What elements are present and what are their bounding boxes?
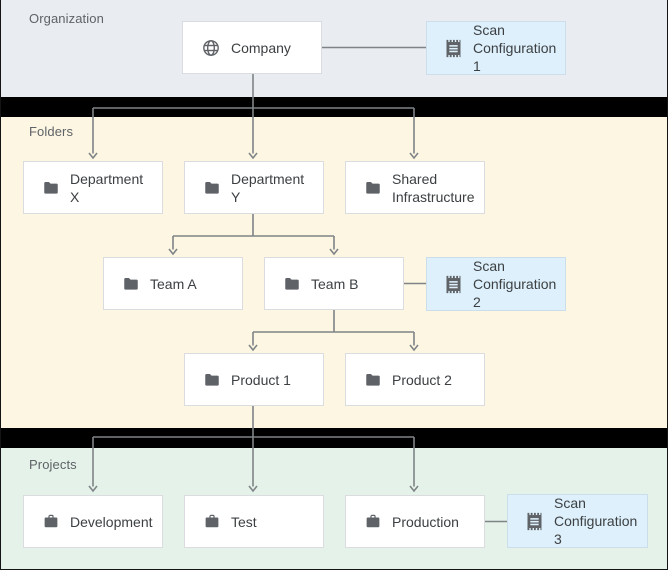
section-label-folders: Folders — [29, 124, 74, 139]
node-label: Scan Configuration 1 — [473, 22, 557, 74]
node-label: Shared Infrastructure — [392, 170, 475, 205]
node-scan-configuration-1: Scan Configuration 1 — [426, 21, 566, 75]
node-product-1: Product 1 — [184, 353, 324, 406]
scan-config-icon — [443, 273, 464, 296]
folder-icon — [122, 275, 140, 293]
node-label: Product 1 — [231, 371, 291, 388]
node-department-x: Department X — [23, 161, 163, 214]
node-label: Department Y — [231, 170, 305, 205]
briefcase-icon — [203, 513, 221, 531]
node-label: Product 2 — [392, 371, 452, 388]
node-scan-configuration-3: Scan Configuration 3 — [507, 494, 648, 548]
node-development: Development — [23, 495, 163, 548]
folder-icon — [203, 179, 221, 197]
section-label-projects: Projects — [29, 457, 77, 472]
section-label-organization: Organization — [29, 11, 104, 26]
section-divider-bar — [1, 428, 667, 448]
node-label: Department X — [70, 170, 144, 205]
briefcase-icon — [364, 513, 382, 531]
node-department-y: Department Y — [184, 161, 324, 214]
globe-icon — [201, 38, 221, 58]
node-shared-infrastructure: Shared Infrastructure — [345, 161, 485, 214]
node-product-2: Product 2 — [345, 353, 485, 406]
node-team-a: Team A — [103, 257, 243, 310]
scan-config-icon — [443, 37, 464, 60]
node-test: Test — [184, 495, 324, 548]
node-label: Scan Configuration 3 — [554, 495, 638, 547]
node-team-b: Team B — [264, 257, 404, 310]
node-company: Company — [182, 21, 322, 74]
node-production: Production — [345, 495, 485, 548]
node-label: Team A — [150, 275, 197, 292]
node-label: Scan Configuration 2 — [473, 258, 557, 310]
folder-icon — [364, 179, 382, 197]
folder-icon — [203, 371, 221, 389]
node-label: Company — [231, 39, 291, 56]
folder-icon — [283, 275, 301, 293]
node-label: Team B — [311, 275, 359, 292]
folder-icon — [42, 179, 60, 197]
node-label: Development — [70, 513, 153, 530]
scan-config-icon — [524, 510, 545, 533]
folder-icon — [364, 371, 382, 389]
node-scan-configuration-2: Scan Configuration 2 — [426, 257, 566, 311]
briefcase-icon — [42, 513, 60, 531]
node-label: Test — [231, 513, 257, 530]
node-label: Production — [392, 513, 459, 530]
section-divider-bar — [1, 97, 667, 117]
